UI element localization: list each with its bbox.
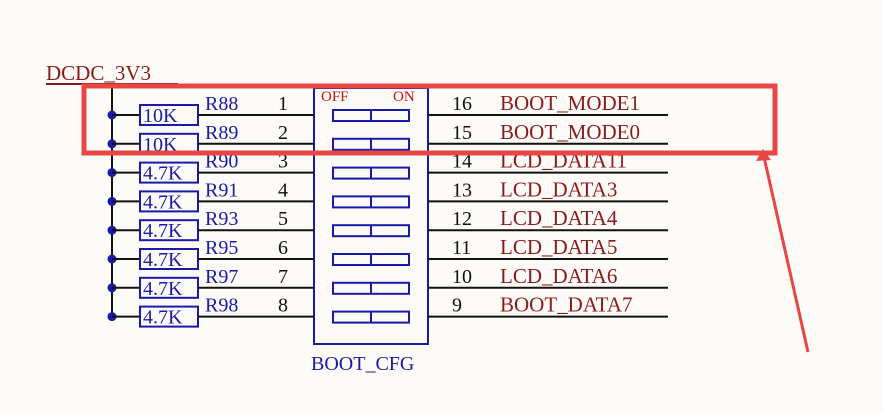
switch-right-pin-label: 15 — [452, 122, 472, 144]
resistor-ref-label: R95 — [205, 237, 238, 259]
resistor-ref-label: R93 — [205, 208, 238, 230]
switch-left-pin-label: 3 — [278, 151, 288, 173]
net-label: LCD_DATA4 — [500, 206, 618, 230]
resistor-value-label: 4.7K — [143, 220, 183, 242]
resistor-ref-label: R97 — [205, 266, 238, 288]
switch-right-pin-label: 13 — [452, 179, 472, 201]
switch-right-pin-label: 9 — [452, 295, 462, 317]
switch-on-label: ON — [393, 89, 415, 105]
switch-off-label: OFF — [321, 89, 349, 105]
switch-left-pin-label: 5 — [278, 208, 288, 230]
switch-right-pin-label: 16 — [452, 93, 472, 115]
net-label: LCD_DATA5 — [500, 235, 617, 259]
switch-left-pin-label: 4 — [278, 179, 288, 201]
switch-right-pin-label: 11 — [452, 237, 471, 259]
switch-name-label: BOOT_CFG — [311, 353, 414, 375]
switch-right-pin-label: 12 — [452, 208, 472, 230]
resistor-value-label: 10K — [143, 134, 178, 156]
resistor-ref-label: R98 — [205, 295, 238, 317]
resistor-ref-label: R88 — [205, 93, 238, 115]
switch-left-pin-label: 8 — [278, 295, 288, 317]
switch-right-pin-label: 14 — [452, 151, 472, 173]
resistor-value-label: 4.7K — [143, 249, 183, 271]
switch-left-pin-label: 1 — [278, 93, 288, 115]
switch-left-pin-label: 7 — [278, 266, 288, 288]
power-net-label: DCDC_3V3 — [46, 61, 151, 85]
highlight-arrow-line — [762, 156, 810, 353]
switch-left-pin-label: 6 — [278, 237, 288, 259]
net-label: BOOT_MODE1 — [500, 91, 640, 115]
net-label: BOOT_MODE0 — [500, 120, 640, 144]
highlight-box — [81, 83, 778, 156]
resistor-ref-label: R90 — [205, 151, 238, 173]
resistor-ref-label: R91 — [205, 179, 238, 201]
net-label: LCD_DATA3 — [500, 177, 617, 201]
switch-right-pin-label: 10 — [452, 266, 472, 288]
resistor-value-label: 4.7K — [143, 278, 183, 300]
dip-switch-body — [313, 87, 429, 345]
resistor-value-label: 4.7K — [143, 163, 183, 185]
highlight-arrow-head — [756, 149, 771, 161]
resistor-value-label: 4.7K — [143, 191, 183, 213]
resistor-value-label: 10K — [143, 105, 178, 127]
net-label: BOOT_DATA7 — [500, 293, 632, 317]
switch-left-pin-label: 2 — [278, 122, 288, 144]
net-label: LCD_DATA6 — [500, 264, 617, 288]
resistor-value-label: 4.7K — [143, 307, 183, 329]
resistor-ref-label: R89 — [205, 122, 238, 144]
